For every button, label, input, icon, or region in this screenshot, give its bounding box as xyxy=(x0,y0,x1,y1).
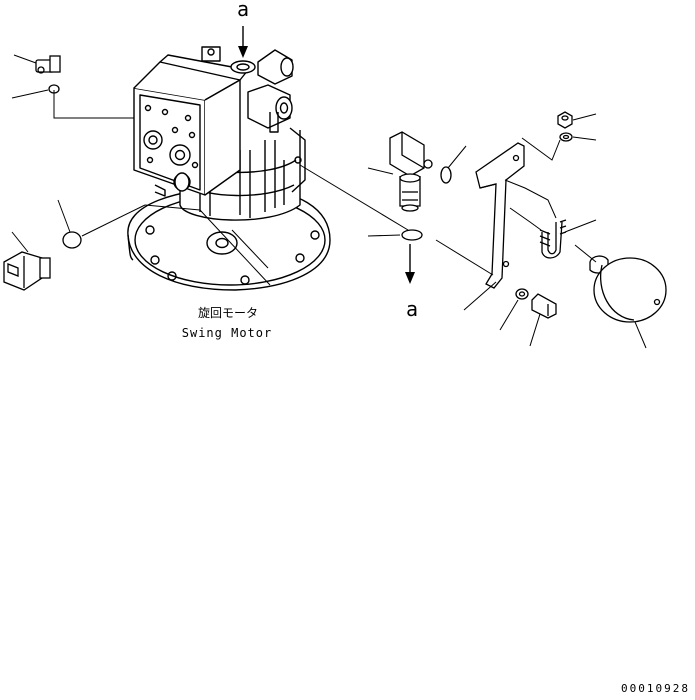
ref-label-top: a xyxy=(237,0,249,21)
bolt xyxy=(531,293,557,319)
sensor-left xyxy=(3,251,51,291)
u-bolt xyxy=(539,219,567,259)
right-parts xyxy=(389,111,667,323)
top-fittings xyxy=(201,46,306,193)
drawing-number: 00010928 xyxy=(621,682,690,695)
ref-arrow-bottom: a xyxy=(405,244,418,321)
caption-japanese: 旋回モータ xyxy=(198,306,258,320)
ref-arrow-top: a xyxy=(237,0,249,58)
o-ring-bracket xyxy=(440,166,452,184)
nut xyxy=(557,111,573,129)
left-parts xyxy=(3,55,82,291)
accumulator xyxy=(589,255,667,323)
elbow-fitting-top xyxy=(35,55,61,74)
caption-english: Swing Motor xyxy=(182,326,272,340)
swing-motor-assembly xyxy=(127,46,331,291)
side-port xyxy=(154,172,190,197)
o-ring-right xyxy=(401,229,423,241)
bracket xyxy=(475,142,525,289)
pressure-switch xyxy=(389,131,433,212)
ref-label-bottom: a xyxy=(406,297,418,321)
leader-lines xyxy=(11,54,647,349)
washer-bottom xyxy=(515,288,529,300)
washer-top xyxy=(559,132,573,142)
o-ring-left xyxy=(62,231,82,249)
